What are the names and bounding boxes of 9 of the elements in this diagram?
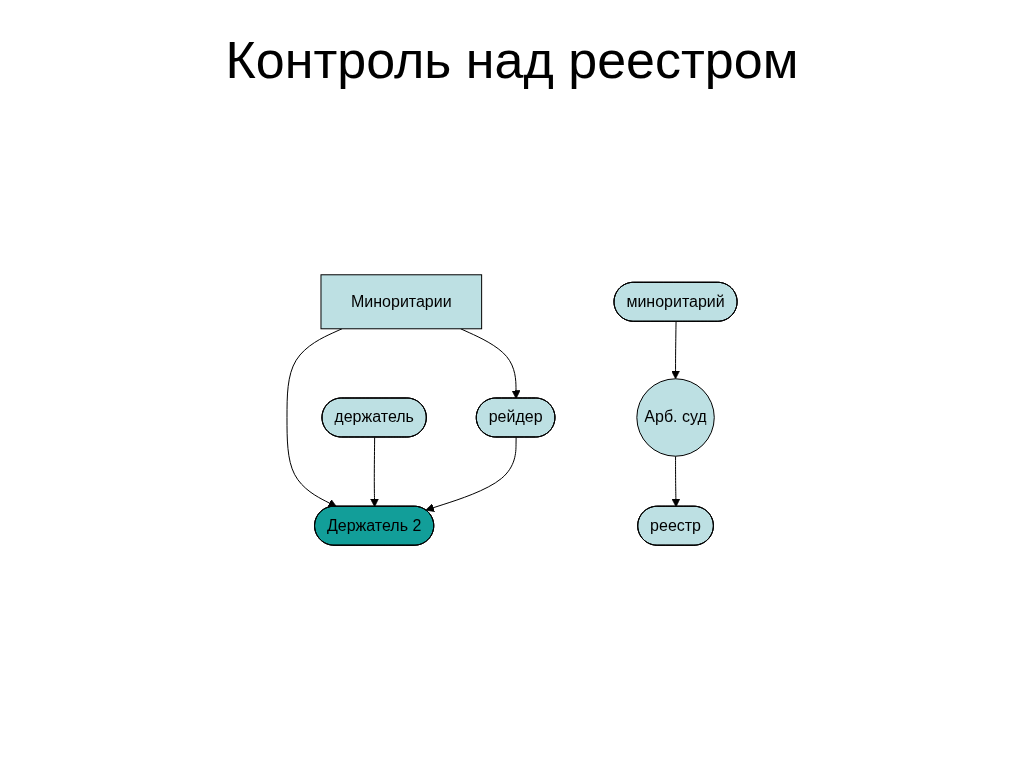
node-circle: Арб. суд (636, 378, 715, 457)
arrow (425, 437, 517, 512)
arrow (286, 328, 343, 508)
diagram-title: Контроль над реестром (224, 30, 800, 90)
arrow (671, 455, 681, 508)
arrow (370, 437, 379, 508)
arrow (460, 328, 521, 399)
arrow (671, 321, 680, 380)
node-box: Миноритарии (320, 274, 483, 330)
